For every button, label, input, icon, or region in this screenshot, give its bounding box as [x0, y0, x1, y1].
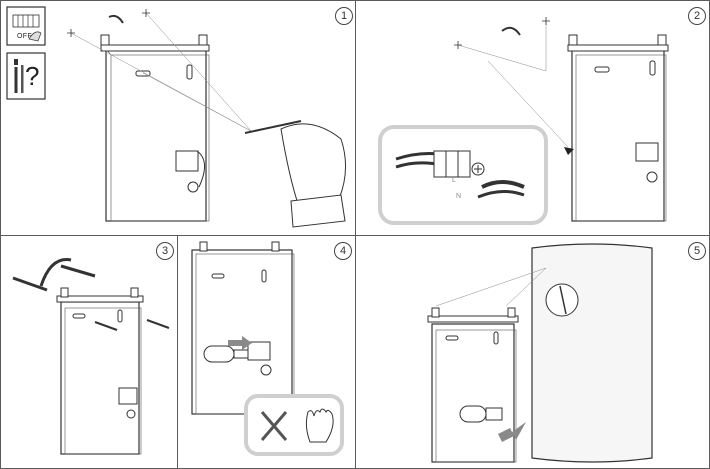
water-heater-unit — [100, 34, 210, 222]
step-number-5: 5 — [688, 242, 706, 260]
panel-step-4: 4 — [177, 235, 356, 469]
water-heater-unit — [567, 34, 669, 222]
wall-plug-question-icon — [6, 52, 46, 100]
step-number-2: 2 — [688, 7, 706, 25]
water-heater-unit — [427, 307, 519, 463]
step-number-3: 3 — [156, 242, 174, 260]
step-5-illustration — [427, 243, 653, 463]
step-3-illustration — [12, 258, 170, 455]
step-number-1: 1 — [335, 7, 353, 25]
hand-pencil-illustration — [244, 120, 346, 228]
live-wire-label: L — [452, 177, 456, 184]
wall-plugs-screws-illustration — [12, 258, 170, 331]
panel-step-2: L N 2 — [355, 0, 710, 236]
detail-zoom-circle — [545, 283, 579, 317]
step-1-illustration — [6, 6, 346, 228]
water-heater-unit — [191, 241, 295, 415]
tank-cover-illustration — [531, 243, 653, 463]
insert-arrow-icon — [228, 336, 252, 350]
neutral-wire-label: N — [456, 193, 462, 200]
off-label: OFF — [17, 33, 32, 40]
step-2-illustration — [378, 17, 669, 225]
gloves-required-badge — [244, 394, 344, 456]
panel-step-3: 3 — [0, 235, 178, 469]
water-heater-unit — [56, 287, 144, 455]
power-switch-off-icon — [6, 6, 46, 46]
question-mark: ? — [25, 61, 40, 91]
step-4-illustration — [191, 241, 344, 456]
panel-step-1: OFF ? 1 — [0, 0, 356, 236]
wiring-detail-inset — [378, 125, 548, 225]
slide-cover-arrow-icon — [498, 422, 526, 442]
panel-step-5: 5 — [355, 235, 710, 469]
step-number-4: 4 — [334, 242, 352, 260]
